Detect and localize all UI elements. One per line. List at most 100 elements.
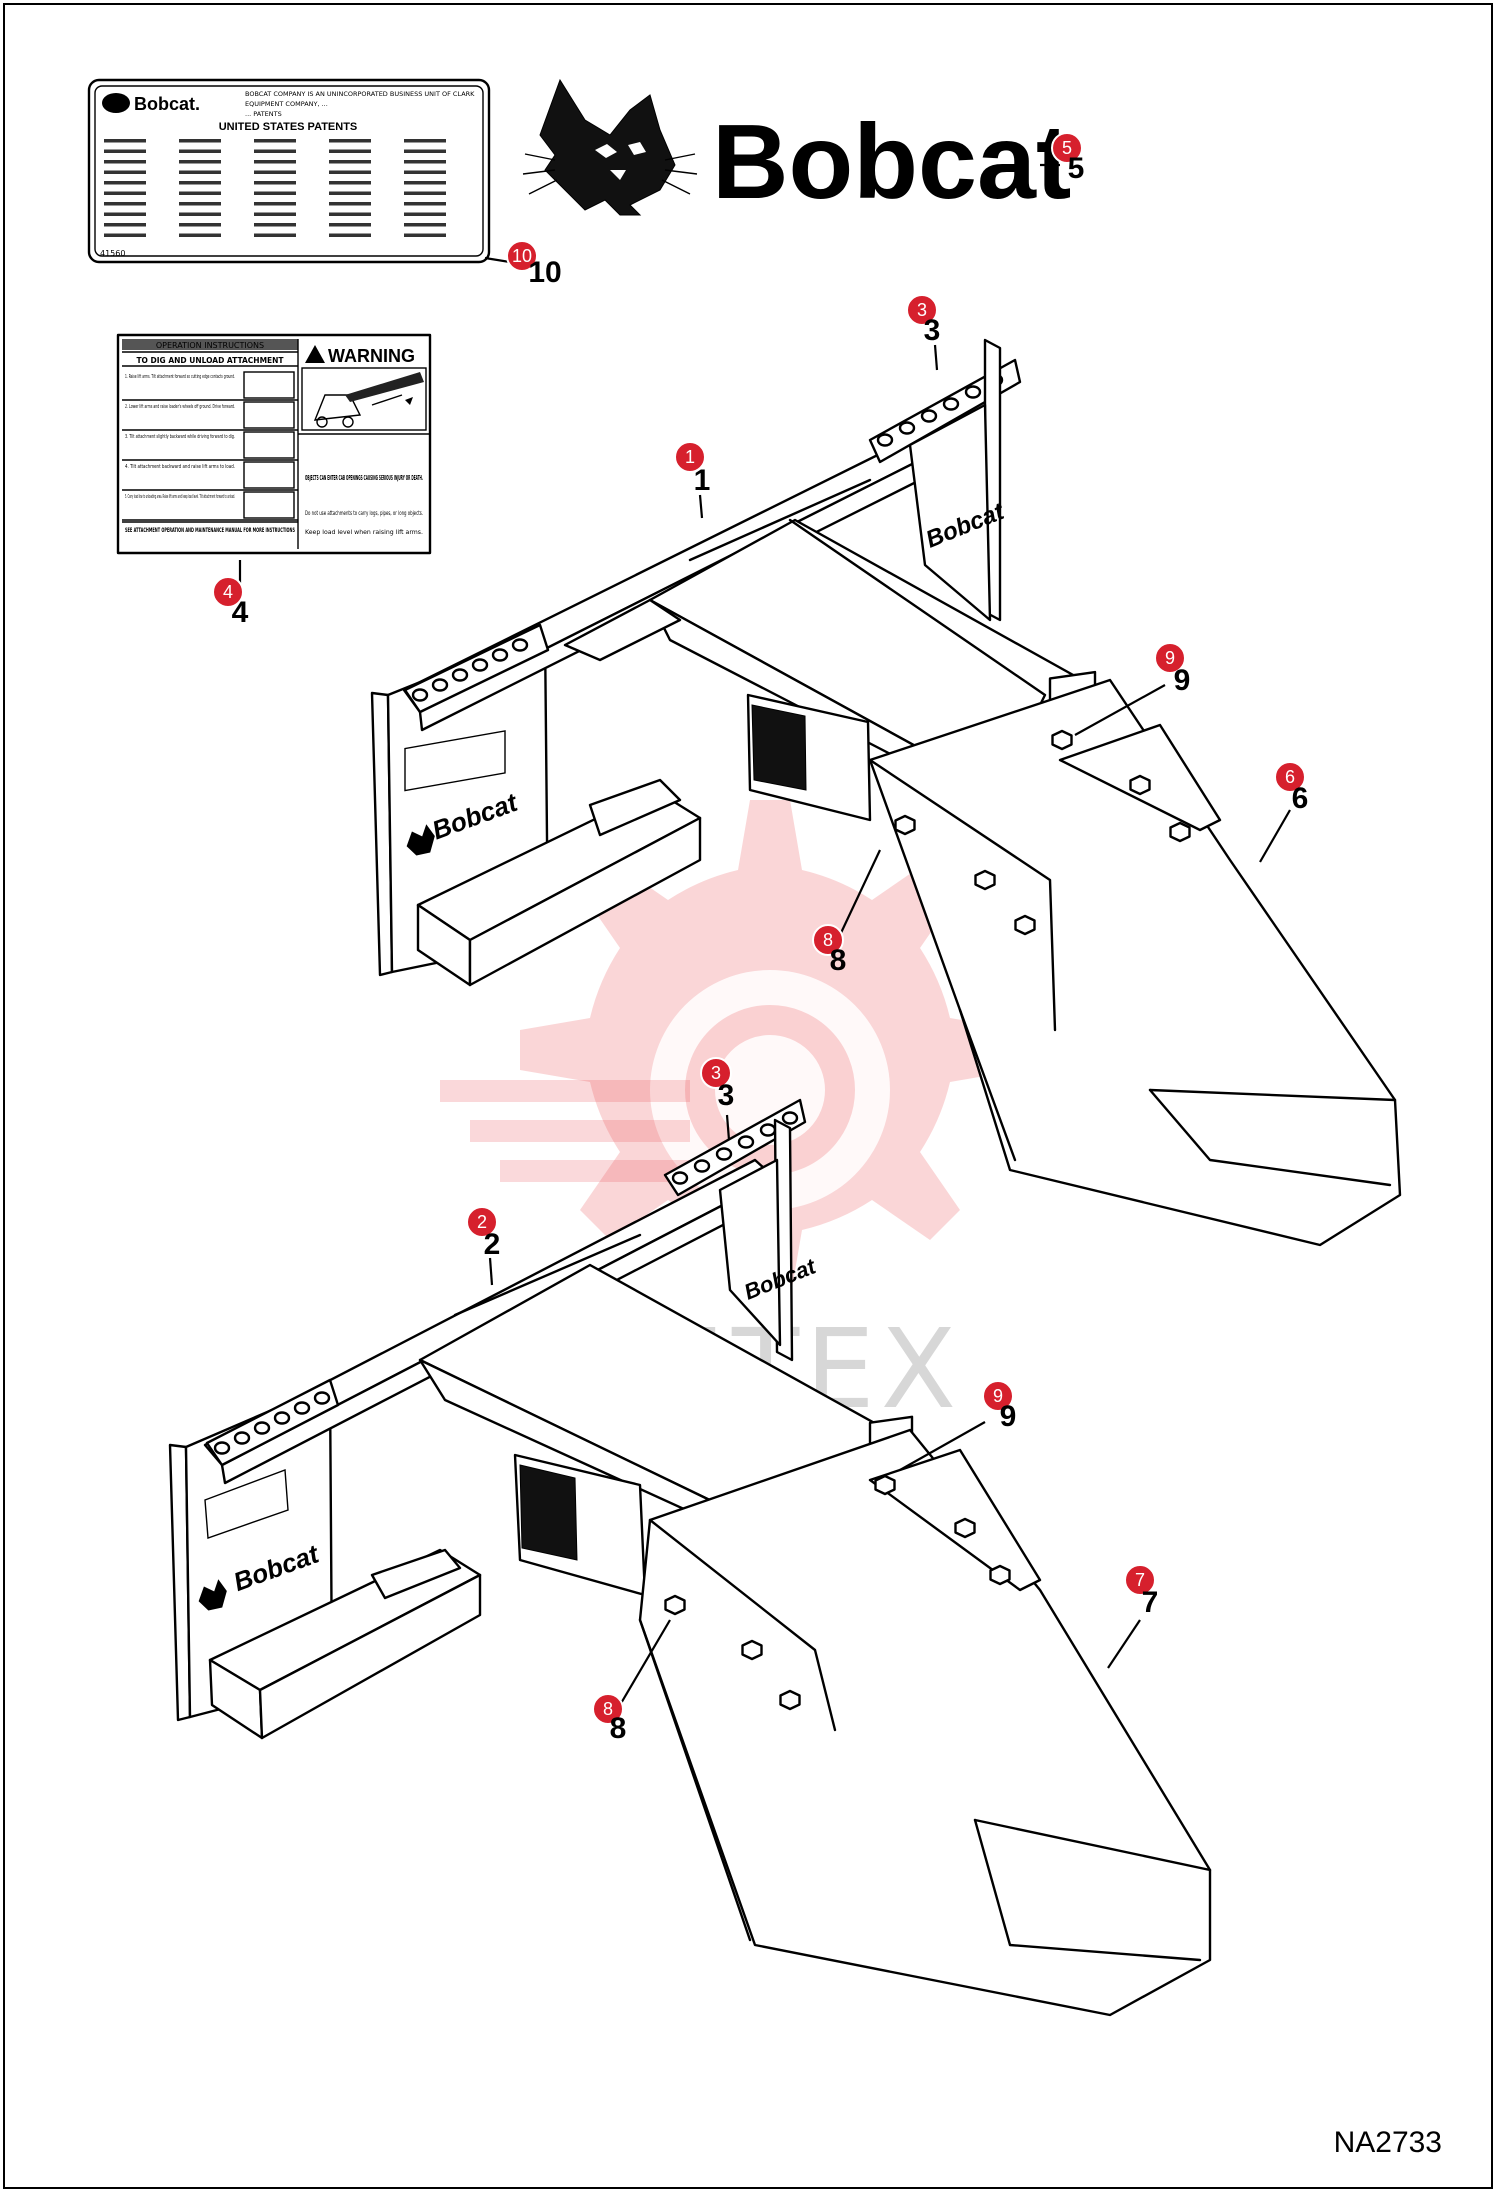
bolt-hole bbox=[431, 678, 449, 692]
loader-hazard-illustration bbox=[301, 367, 427, 431]
patent-number-line bbox=[404, 233, 446, 237]
bobcat-head-icon bbox=[522, 78, 698, 216]
callout-10[interactable]: 10 10 bbox=[484, 240, 562, 289]
callout-9-lower[interactable]: 9 9 bbox=[899, 1380, 1016, 1471]
bobcat-wordmark: Bobcat bbox=[712, 103, 1071, 221]
patent-decal-part-number: 41560 bbox=[100, 249, 125, 258]
hex-nut bbox=[974, 869, 996, 891]
patent-number-line bbox=[404, 202, 446, 206]
patent-number-line bbox=[404, 149, 446, 153]
patent-number-line bbox=[254, 191, 296, 195]
patent-number-line bbox=[404, 191, 446, 195]
hex-nut bbox=[1169, 821, 1191, 843]
instruction-bullet-1: Do not use attachments to carry logs, pi… bbox=[305, 511, 423, 517]
patent-number-line bbox=[104, 223, 146, 227]
patent-number-line bbox=[179, 233, 221, 237]
callout-3-lower[interactable]: 3 3 bbox=[700, 1057, 734, 1141]
patent-number-line bbox=[179, 202, 221, 206]
svg-text:4: 4 bbox=[223, 582, 233, 602]
patent-number-line bbox=[329, 223, 371, 227]
instruction-step-figure bbox=[243, 491, 295, 519]
svg-text:8: 8 bbox=[603, 1699, 613, 1719]
hex-nut bbox=[1014, 914, 1036, 936]
upper-frame-assembly: Bobcat Bobcat bbox=[370, 338, 1402, 1247]
svg-text:!: ! bbox=[313, 353, 318, 364]
bolt-hole bbox=[920, 409, 938, 423]
callout-5[interactable]: 5 5 bbox=[1040, 132, 1085, 185]
callout-7[interactable]: 7 7 bbox=[1107, 1564, 1159, 1669]
bolt-hole bbox=[253, 1421, 271, 1435]
patent-number-line bbox=[254, 170, 296, 174]
hex-nuts-lower bbox=[664, 1474, 1011, 1711]
callout-6[interactable]: 6 6 bbox=[1259, 761, 1309, 863]
svg-text:2: 2 bbox=[477, 1212, 487, 1232]
patent-number-line bbox=[104, 149, 146, 153]
svg-text:7: 7 bbox=[1142, 1586, 1159, 1619]
instruction-step-4: 4. Tilt attachment backward and raise li… bbox=[125, 464, 235, 470]
instruction-step-2: 2. Lower lift arms and raise loader's wh… bbox=[125, 404, 235, 410]
instruction-step-1: 1. Raise lift arms. Tilt attachment forw… bbox=[125, 374, 235, 380]
svg-text:5: 5 bbox=[1068, 152, 1085, 185]
patent-decal: IR Bobcat. BOBCAT COMPANY IS AN UNINCORP… bbox=[87, 78, 491, 264]
svg-text:6: 6 bbox=[1292, 782, 1309, 815]
instruction-steps: 1. Raise lift arms. Tilt attachment forw… bbox=[122, 371, 298, 521]
bolt-hole bbox=[715, 1147, 733, 1161]
drawing-number: NA2733 bbox=[1333, 2126, 1442, 2159]
page-frame bbox=[3, 3, 1493, 2189]
bolt-hole bbox=[759, 1123, 777, 1137]
lower-frame-assembly: Bobcat Bobcat bbox=[168, 1098, 1212, 2017]
bobcat-logo: Bobcat bbox=[522, 78, 1071, 221]
callout-8-lower[interactable]: 8 8 bbox=[592, 1619, 671, 1745]
hex-nut bbox=[664, 1594, 686, 1616]
patent-number-line bbox=[179, 149, 221, 153]
hex-nut bbox=[741, 1639, 763, 1661]
patent-number-line bbox=[329, 191, 371, 195]
callout-9-upper[interactable]: 9 9 bbox=[1074, 642, 1191, 736]
callout-1[interactable]: 1 1 bbox=[674, 441, 711, 519]
callout-8-upper[interactable]: 8 8 bbox=[812, 849, 881, 977]
bolt-hole bbox=[293, 1401, 311, 1415]
patent-decal-company: Bobcat. bbox=[134, 94, 200, 114]
bolt-hole bbox=[491, 648, 509, 662]
patent-number-line bbox=[104, 212, 146, 216]
patent-number-line bbox=[179, 212, 221, 216]
patent-number-line bbox=[254, 181, 296, 185]
patent-number-line bbox=[329, 160, 371, 164]
svg-text:9: 9 bbox=[1174, 664, 1191, 697]
bolt-hole bbox=[898, 421, 916, 435]
patent-number-line bbox=[329, 139, 371, 143]
instruction-bullet-2: Keep load level when raising lift arms. bbox=[305, 530, 423, 536]
svg-text:9: 9 bbox=[1165, 648, 1175, 668]
instruction-step-figure bbox=[243, 401, 295, 429]
svg-text:1: 1 bbox=[685, 447, 695, 467]
callout-2[interactable]: 2 2 bbox=[466, 1206, 501, 1286]
bolt-hole bbox=[781, 1111, 799, 1125]
svg-text:2: 2 bbox=[484, 1228, 501, 1261]
hex-nut bbox=[954, 1517, 976, 1539]
bolt-hole bbox=[671, 1171, 689, 1185]
patent-number-line bbox=[329, 170, 371, 174]
hex-nut bbox=[989, 1564, 1011, 1586]
svg-text:6: 6 bbox=[1285, 767, 1295, 787]
instruction-subtitle: TO DIG AND UNLOAD ATTACHMENT bbox=[136, 356, 284, 365]
svg-text:1: 1 bbox=[694, 464, 711, 497]
patent-number-line bbox=[404, 223, 446, 227]
callout-3-upper[interactable]: 3 3 bbox=[906, 294, 941, 371]
patent-number-line bbox=[254, 212, 296, 216]
bolt-hole bbox=[511, 638, 529, 652]
patent-number-line bbox=[404, 181, 446, 185]
patent-number-line bbox=[179, 181, 221, 185]
instruction-step-5: 5. Carry load low to unloading area. Rai… bbox=[125, 494, 235, 500]
patent-number-line bbox=[254, 149, 296, 153]
svg-text:5: 5 bbox=[1062, 138, 1072, 158]
instruction-decal: OPERATION INSTRUCTIONS ! WARNING TO DIG … bbox=[116, 333, 432, 555]
svg-text:10: 10 bbox=[512, 246, 532, 266]
svg-text:8: 8 bbox=[610, 1712, 627, 1745]
svg-text:7: 7 bbox=[1135, 1570, 1145, 1590]
bolt-hole bbox=[451, 668, 469, 682]
svg-text:9: 9 bbox=[993, 1386, 1003, 1406]
callout-4[interactable]: 4 4 bbox=[212, 560, 249, 629]
patent-number-line bbox=[104, 170, 146, 174]
svg-text:3: 3 bbox=[924, 314, 941, 347]
